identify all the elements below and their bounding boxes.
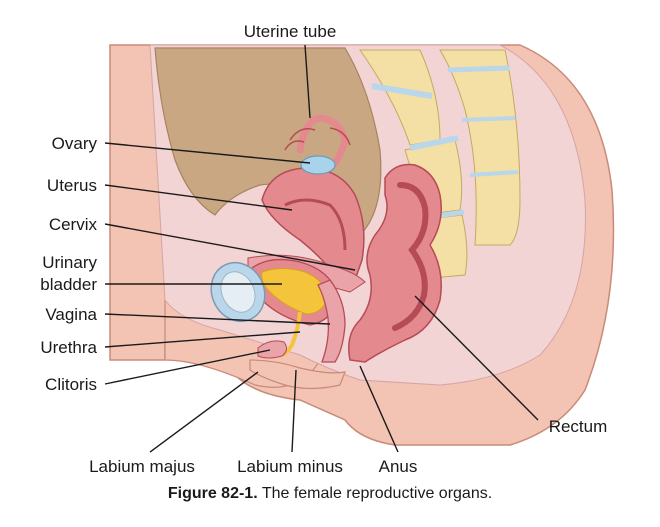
leader-lines — [104, 44, 539, 453]
label-uterine-tube: Uterine tube — [244, 22, 337, 41]
label-clitoris: Clitoris — [45, 375, 97, 394]
leader-clitoris — [104, 349, 271, 385]
leader-labium-minus — [291, 369, 297, 453]
figure-caption: Figure 82-1. The female reproductive org… — [0, 485, 660, 503]
labels: Uterine tube Ovary Uterus Cervix Urinary… — [40, 22, 607, 476]
label-ovary: Ovary — [52, 134, 98, 153]
label-urinary-bladder-line2: bladder — [40, 275, 97, 294]
leader-vagina — [104, 313, 331, 325]
label-vagina: Vagina — [45, 305, 97, 324]
pubic-bone — [210, 261, 266, 323]
leader-labium-majus — [149, 371, 259, 453]
leader-rectum — [414, 295, 539, 421]
label-anus: Anus — [379, 457, 418, 476]
label-labium-majus: Labium majus — [89, 457, 195, 476]
leader-anus — [359, 365, 399, 453]
rectum — [348, 163, 442, 363]
caption-number: Figure 82-1. — [167, 485, 258, 502]
caption-text: The female reproductive organs. — [261, 485, 493, 502]
leader-urethra — [104, 331, 301, 348]
leader-uterine-tube — [304, 44, 311, 119]
clitoris — [257, 340, 288, 359]
label-uterus: Uterus — [47, 176, 97, 195]
vagina — [317, 279, 346, 363]
leader-ovary — [104, 142, 311, 164]
label-cervix: Cervix — [49, 215, 98, 234]
uterine-tube-and-ovary — [284, 114, 351, 175]
labia — [249, 359, 346, 390]
leader-cervix — [104, 223, 356, 271]
label-rectum: Rectum — [549, 417, 608, 436]
label-urethra: Urethra — [40, 338, 97, 357]
label-urinary-bladder-line1: Urinary — [42, 253, 97, 272]
label-labium-minus: Labium minus — [237, 457, 343, 476]
leader-uterus — [104, 184, 293, 211]
uterus — [261, 167, 365, 283]
